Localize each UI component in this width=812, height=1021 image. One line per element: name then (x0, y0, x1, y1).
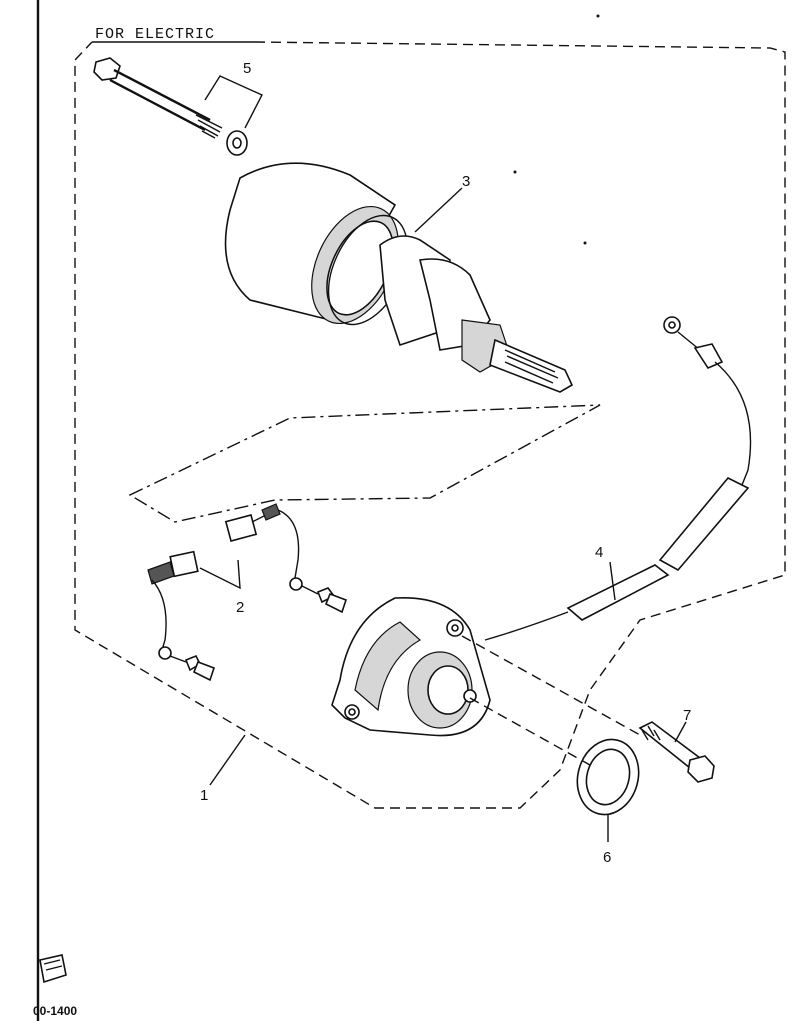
lead-wire (484, 316, 752, 641)
leader-2 (199, 559, 241, 590)
section-title: FOR ELECTRIC (95, 26, 215, 43)
brush-set (147, 503, 348, 682)
callout-6: 6 (603, 849, 611, 866)
starter-motor (224, 162, 574, 393)
callout-4: 4 (595, 544, 603, 561)
leader-4 (609, 561, 616, 601)
scan-dot (583, 241, 587, 245)
callout-5: 5 (243, 60, 251, 77)
axis-line-o-ring (469, 697, 591, 766)
callout-1: 1 (200, 787, 208, 804)
scan-dot (513, 170, 517, 174)
leader-3 (414, 187, 463, 233)
catalog-badge-icon (39, 954, 67, 984)
inner-plane (128, 404, 601, 523)
scan-dot (596, 14, 600, 18)
callout-2: 2 (236, 599, 244, 616)
callout-3: 3 (462, 173, 470, 190)
o-ring (576, 738, 640, 816)
leader-7 (674, 721, 687, 743)
callout-7: 7 (683, 707, 691, 724)
page-code: 00-1400 (33, 1004, 77, 1018)
assembly-boundary (74, 41, 786, 809)
lock-washer (226, 130, 248, 156)
through-bolt (93, 57, 223, 139)
leader-1 (209, 734, 246, 786)
front-cover (331, 596, 491, 737)
cover-bolt (461, 635, 715, 783)
leader-5 (204, 75, 263, 129)
